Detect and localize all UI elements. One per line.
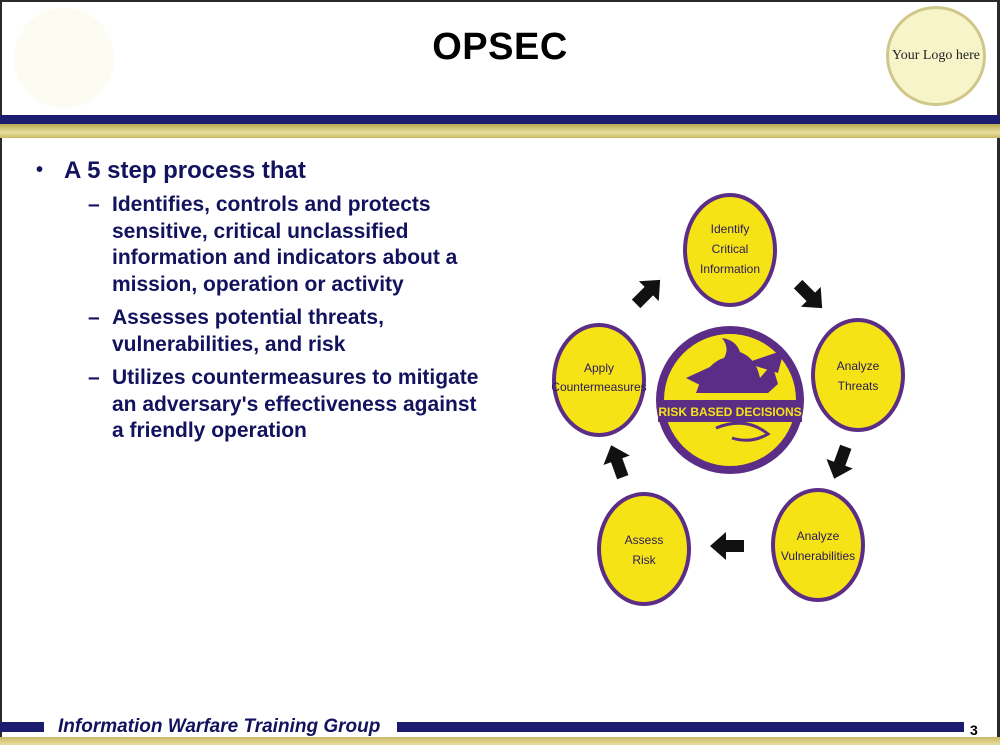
main-bullet-text: A 5 step process that <box>64 157 306 184</box>
step-risk-line2: Risk <box>632 553 656 567</box>
arrow-identify-to-threats <box>793 279 823 309</box>
step-identify-line1: Identify <box>711 222 750 236</box>
step-apply-line1: Apply <box>584 361 614 375</box>
slide-title: OPSEC <box>432 26 568 68</box>
step-apply-line2: Countermeasures <box>551 380 646 394</box>
arrow-apply-to-identify <box>631 279 661 309</box>
footer-navy-bar-left <box>0 722 44 732</box>
footer-gold-band <box>0 737 1000 745</box>
step-identify-line3: Information <box>700 262 760 276</box>
step-threats-line1: Analyze <box>837 359 880 373</box>
arrow-vulnerabilities-to-risk <box>710 532 744 560</box>
arrow-threats-to-vulnerabilities <box>826 444 853 479</box>
bullet-dot: • <box>36 159 44 181</box>
sub-bullet-text: Assesses potential threats, vulnerabilit… <box>112 306 384 356</box>
main-bullet: • A 5 step process that <box>36 157 506 185</box>
step-risk-line1: Assess <box>625 533 664 547</box>
step-threats-line2: Threats <box>838 379 879 393</box>
bullet-list: • A 5 step process that – Identifies, co… <box>36 157 506 445</box>
center-emblem: RISK BASED DECISIONS <box>656 326 804 474</box>
step-vuln-line2: Vulnerabilities <box>781 549 855 563</box>
dash-marker: – <box>88 366 100 389</box>
page-number: 3 <box>970 722 978 738</box>
step-analyze-threats: Analyze Threats <box>811 318 905 432</box>
step-identify: Identify Critical Information <box>683 193 777 307</box>
sub-bullet: – Identifies, controls and protects sens… <box>88 192 506 298</box>
step-vuln-line1: Analyze <box>797 529 840 543</box>
step-analyze-vulnerabilities: Analyze Vulnerabilities <box>771 488 865 602</box>
logo-text: Your Logo here <box>891 48 980 63</box>
faded-watermark <box>14 8 114 108</box>
dash-marker: – <box>88 193 100 216</box>
dash-marker: – <box>88 306 100 329</box>
step-assess-risk: Assess Risk <box>597 492 691 606</box>
header-gold-band <box>0 124 1000 138</box>
sub-bullet: – Utilizes countermeasures to mitigate a… <box>88 365 506 445</box>
footer-organization: Information Warfare Training Group <box>58 716 381 737</box>
header-navy-band <box>0 115 1000 124</box>
logo-placeholder: Your Logo here <box>886 6 986 106</box>
sub-bullet-text: Identifies, controls and protects sensit… <box>112 193 458 296</box>
opsec-cycle-diagram: Identify Critical Information Analyze Th… <box>551 193 905 606</box>
footer-navy-bar-right <box>397 722 964 732</box>
sub-bullet-text: Utilizes countermeasures to mitigate an … <box>112 366 479 442</box>
step-apply-countermeasures: Apply Countermeasures <box>551 323 647 437</box>
step-identify-line2: Critical <box>712 242 749 256</box>
arrow-risk-to-apply <box>603 445 630 480</box>
sub-bullet: – Assesses potential threats, vulnerabil… <box>88 305 506 358</box>
dragon-icon <box>686 338 784 442</box>
center-label: RISK BASED DECISIONS <box>658 405 801 419</box>
